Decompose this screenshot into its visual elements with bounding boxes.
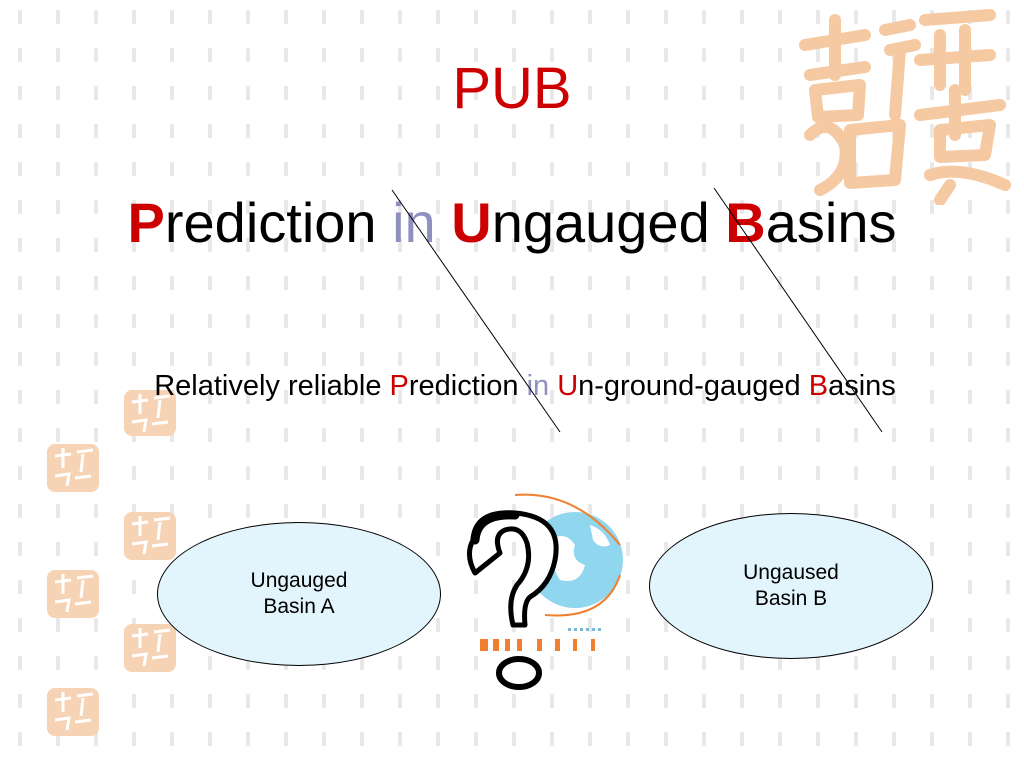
watermark-stamp-icon [47, 570, 99, 618]
subtitle-word-basins: asins [765, 191, 897, 254]
question-mark-icon [467, 493, 623, 690]
basin-a-line2: Basin A [263, 595, 335, 618]
line3-word-in: in [526, 370, 550, 402]
line3-initial-b: B [808, 370, 829, 402]
basin-b-line1: Ungaused [743, 560, 839, 584]
line3-word-basins: asins [828, 370, 896, 402]
watermark-stamp-icon [124, 624, 176, 672]
basin-b-line2: Basin B [754, 587, 828, 610]
dash-strip [480, 639, 595, 651]
subtitle-initial-b: B [725, 191, 766, 254]
reinterpretation-line: Relatively reliable Prediction in Un-gro… [0, 372, 1024, 401]
subtitle-word-prediction: rediction [164, 191, 393, 254]
subtitle-word-ungauged: ngauged [491, 191, 726, 254]
line3-initial-u: U [549, 370, 579, 402]
watermark-stamp-icon [124, 512, 176, 560]
watermark-stamp-icon [124, 390, 176, 436]
line3-initial-p: P [389, 370, 409, 402]
basin-a-ellipse: Ungauged Basin A [157, 522, 441, 666]
line3-prefix: Relatively reliable [154, 370, 390, 402]
subtitle: Prediction in Ungauged Basins [0, 195, 1024, 251]
basin-a-line1: Ungauged [250, 568, 348, 592]
line3-word-prediction: rediction [408, 370, 527, 402]
watermark-stamp-icon [47, 688, 99, 736]
watermark-seal-icon [799, 9, 1011, 205]
dot-strip [568, 628, 601, 631]
subtitle-initial-p: P [127, 191, 165, 254]
subtitle-word-in: in [392, 191, 436, 254]
watermark-stamp-icon [47, 444, 99, 492]
subtitle-initial-u: U [435, 191, 492, 254]
basin-b-ellipse: Ungaused Basin B [649, 513, 933, 659]
page-title: PUB [452, 56, 572, 121]
line3-word-unground: n-ground-gauged [578, 370, 809, 402]
